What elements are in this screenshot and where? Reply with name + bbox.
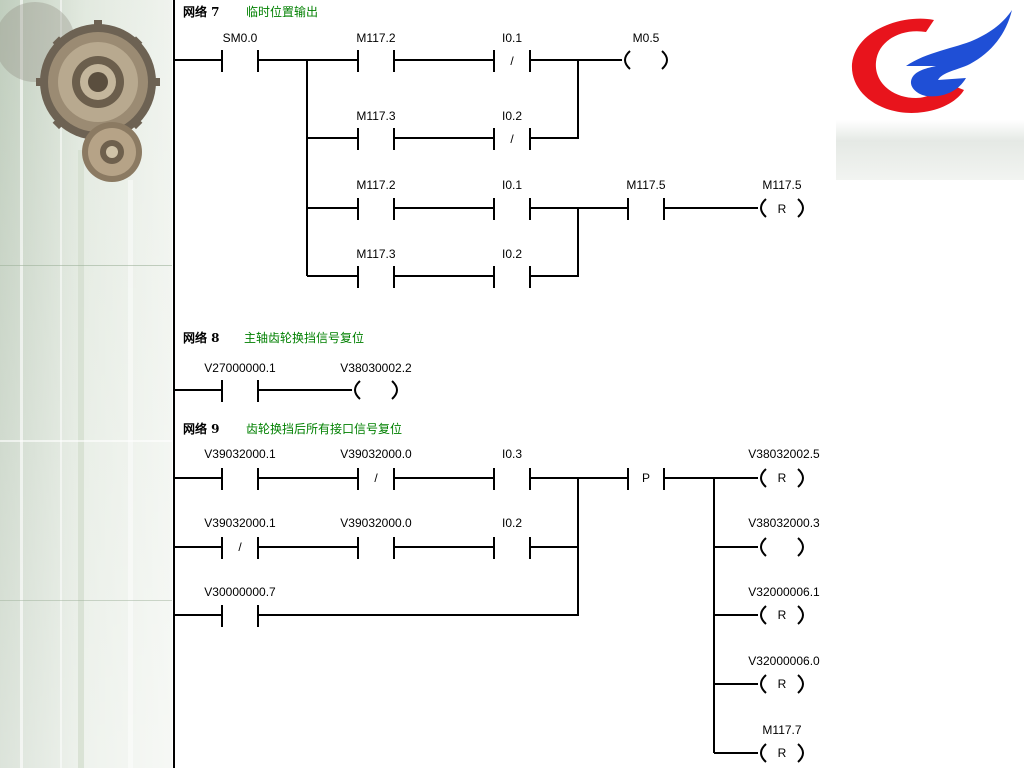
coil-reset: M117.5 R — [760, 178, 804, 218]
svg-text:/: / — [374, 471, 378, 485]
svg-text:V27000000.1: V27000000.1 — [204, 361, 276, 375]
coil: M0.5 — [624, 31, 668, 70]
svg-text:V32000006.0: V32000006.0 — [748, 654, 820, 668]
svg-text:V39032000.1: V39032000.1 — [204, 447, 276, 461]
svg-text:V39032000.0: V39032000.0 — [340, 447, 412, 461]
contact: M117.2 — [356, 178, 396, 220]
contact: V39032000.0 — [340, 516, 412, 559]
svg-text:V39032000.0: V39032000.0 — [340, 516, 412, 530]
svg-text:R: R — [778, 677, 787, 691]
svg-text:V38030002.2: V38030002.2 — [340, 361, 412, 375]
contact: I0.2 — [493, 516, 531, 559]
network-7-header: 网络 7 — [183, 4, 220, 19]
svg-text:I0.1: I0.1 — [502, 31, 522, 45]
contact-normally-closed: I0.1 / — [493, 31, 531, 72]
contact: M117.3 — [356, 247, 396, 288]
svg-text:V30000000.7: V30000000.7 — [204, 585, 276, 599]
network-7-wires — [174, 59, 758, 277]
contact: M117.2 — [356, 31, 396, 72]
svg-text:M117.7: M117.7 — [762, 723, 801, 737]
coil-reset: V38032002.5 R — [748, 447, 820, 488]
positive-edge-contact: P — [627, 468, 665, 490]
svg-text:M117.5: M117.5 — [626, 178, 665, 192]
network-8-comment: 主轴齿轮换挡信号复位 — [244, 330, 364, 345]
svg-text:I0.3: I0.3 — [502, 447, 522, 461]
network-9-header: 网络 9 — [183, 421, 220, 436]
coil-reset: M117.7 R — [760, 723, 804, 763]
svg-text:I0.2: I0.2 — [502, 109, 522, 123]
coil: V38030002.2 — [340, 361, 412, 400]
company-logo-icon — [851, 10, 1012, 113]
svg-text:V38032000.3: V38032000.3 — [748, 516, 820, 530]
gears-icon — [0, 2, 160, 182]
contact-normally-closed: V39032000.1 / — [204, 516, 276, 559]
contact-normally-closed: I0.2 / — [493, 109, 531, 150]
contact: I0.2 — [493, 247, 531, 288]
coil-reset: V32000006.1 R — [748, 585, 820, 625]
svg-text:M117.3: M117.3 — [356, 109, 395, 123]
svg-text:I0.1: I0.1 — [502, 178, 522, 192]
network-7-comment: 临时位置输出 — [246, 4, 318, 19]
svg-text:I0.2: I0.2 — [502, 516, 522, 530]
svg-text:R: R — [778, 202, 787, 216]
contact: M117.3 — [356, 109, 396, 150]
coil-reset: V32000006.0 R — [748, 654, 820, 694]
contact: V39032000.1 — [204, 447, 276, 490]
contact: I0.3 — [493, 447, 531, 490]
svg-text:M117.2: M117.2 — [356, 31, 395, 45]
svg-text:P: P — [642, 471, 650, 485]
contact-normally-closed: V39032000.0 / — [340, 447, 412, 490]
svg-text:R: R — [778, 608, 787, 622]
svg-text:I0.2: I0.2 — [502, 247, 522, 261]
svg-text:/: / — [238, 540, 242, 554]
coil: V38032000.3 — [748, 516, 820, 557]
contact: V30000000.7 — [204, 585, 276, 627]
svg-text:M117.3: M117.3 — [356, 247, 395, 261]
network-9-wires — [174, 477, 758, 754]
contact: V27000000.1 — [204, 361, 276, 402]
svg-text:V32000006.1: V32000006.1 — [748, 585, 820, 599]
svg-text:/: / — [510, 132, 514, 146]
svg-text:M117.5: M117.5 — [762, 178, 801, 192]
svg-text:SM0.0: SM0.0 — [223, 31, 258, 45]
svg-text:/: / — [510, 54, 514, 68]
contact: I0.1 — [493, 178, 531, 220]
contact: SM0.0 — [221, 31, 259, 72]
contact: M117.5 — [626, 178, 666, 220]
gears-decoration — [0, 0, 172, 768]
svg-text:M117.2: M117.2 — [356, 178, 395, 192]
svg-text:V39032000.1: V39032000.1 — [204, 516, 276, 530]
svg-text:V38032002.5: V38032002.5 — [748, 447, 820, 461]
svg-text:M0.5: M0.5 — [633, 31, 660, 45]
logo-band — [836, 120, 1024, 180]
svg-text:R: R — [778, 746, 787, 760]
network-8-header: 网络 8 — [183, 330, 220, 345]
network-9-comment: 齿轮换挡后所有接口信号复位 — [246, 421, 402, 436]
svg-text:R: R — [778, 471, 787, 485]
